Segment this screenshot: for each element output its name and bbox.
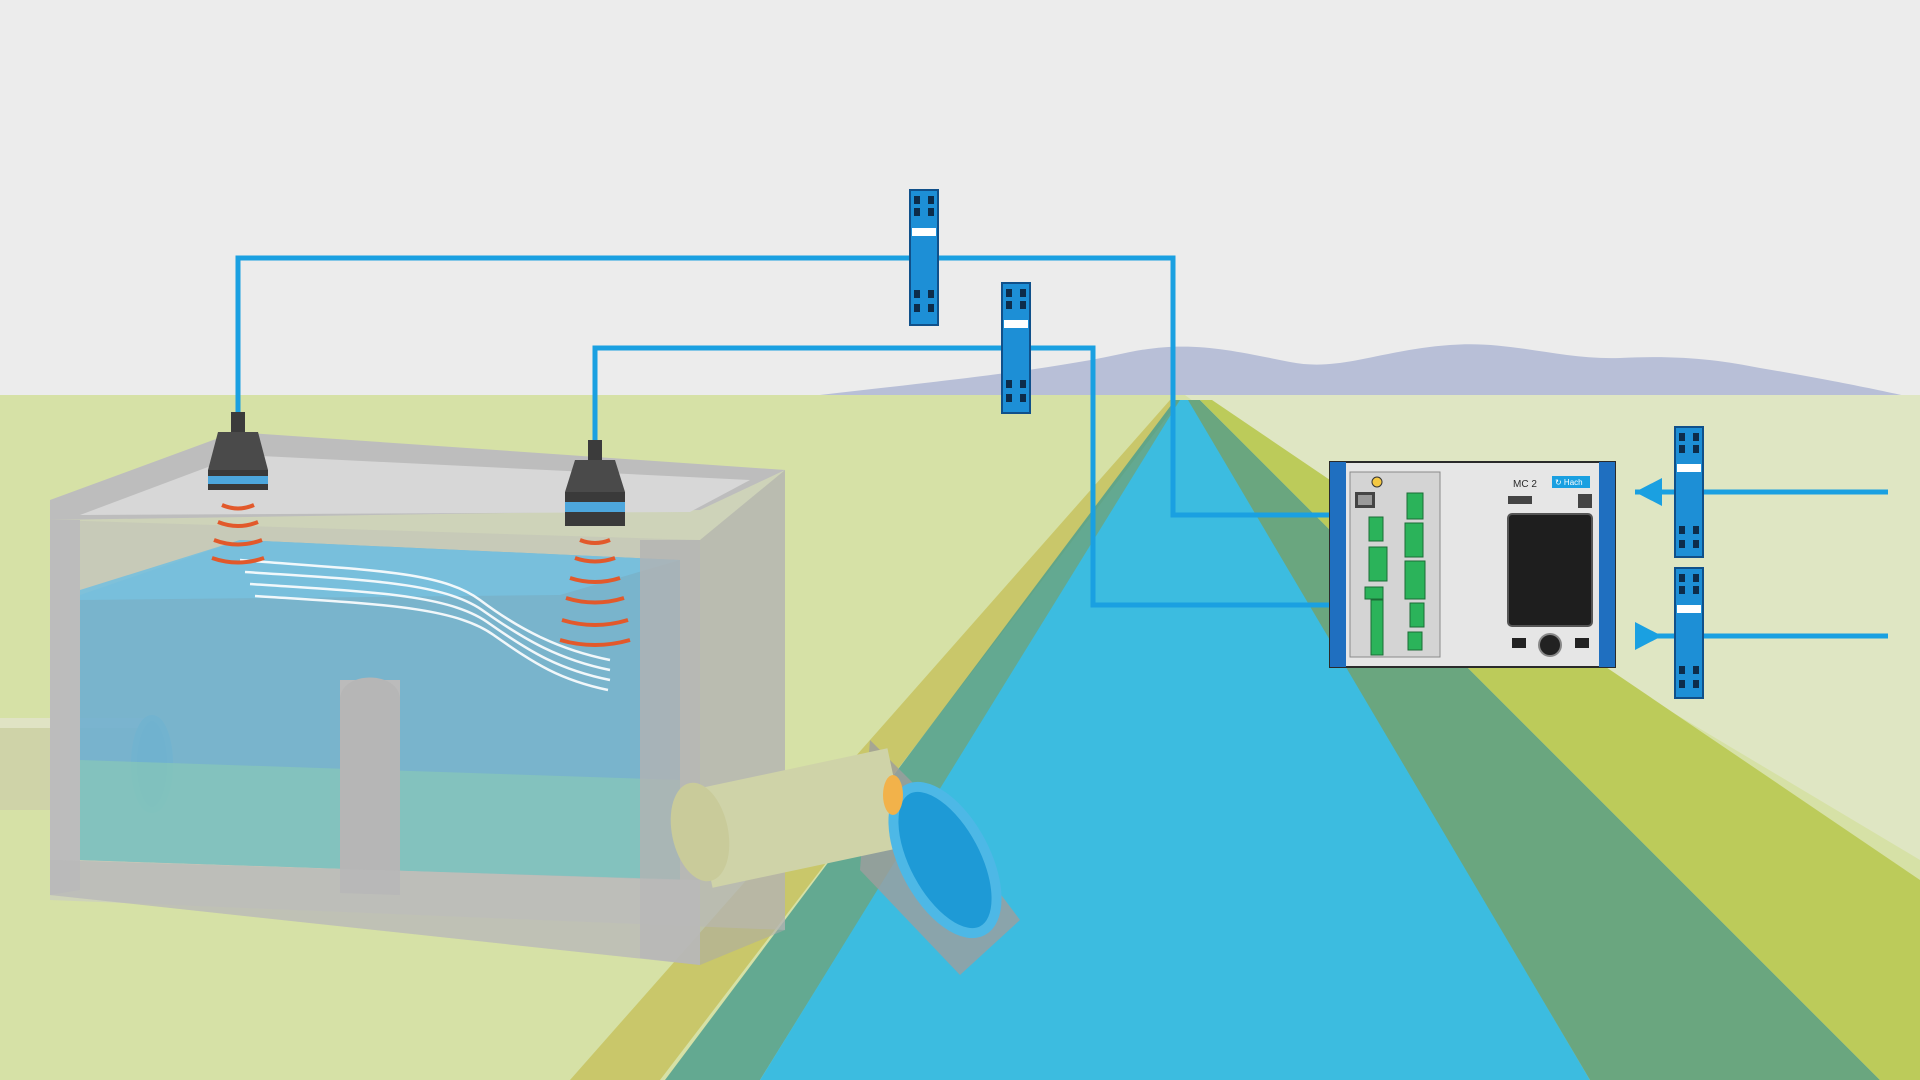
board-modules bbox=[1364, 492, 1426, 656]
measurement-basin bbox=[50, 432, 785, 965]
isolation-barrier-1 bbox=[909, 189, 939, 326]
isolation-barrier-3 bbox=[1674, 426, 1704, 558]
isolation-barrier-4 bbox=[1674, 567, 1704, 699]
ultrasonic-sensor-icon bbox=[208, 412, 268, 490]
cable-sensor-2 bbox=[592, 345, 1330, 608]
sky bbox=[0, 0, 1920, 400]
controller-brand-label: ↻ Hach bbox=[1555, 478, 1583, 487]
arrow-left-icon bbox=[1635, 478, 1662, 506]
sound-wave-emission bbox=[559, 538, 631, 647]
controller-frame-left bbox=[1330, 462, 1346, 667]
canal-bank-left-green bbox=[665, 400, 1182, 1080]
brand-badge bbox=[1552, 476, 1590, 488]
controller-frame-right bbox=[1599, 462, 1615, 667]
sound-wave-emission bbox=[211, 503, 265, 565]
soft-key-right[interactable] bbox=[1575, 638, 1589, 648]
isolation-barrier-2 bbox=[1001, 282, 1031, 414]
connector-port bbox=[1578, 494, 1592, 508]
status-led-slot bbox=[1508, 496, 1532, 504]
arrow-left-icon bbox=[1635, 622, 1662, 650]
flow-lines bbox=[239, 558, 611, 692]
soft-key-left[interactable] bbox=[1512, 638, 1526, 648]
flow-controller: MC 2 ↻ Hach bbox=[1329, 461, 1616, 668]
cable-sensor-1 bbox=[235, 255, 1330, 518]
ultrasonic-sensor-icon bbox=[565, 440, 625, 526]
controller-model-label: MC 2 bbox=[1513, 479, 1537, 490]
navigation-knob[interactable] bbox=[1538, 633, 1562, 657]
weir-wall bbox=[340, 677, 400, 895]
ultrasonic-sensor-2 bbox=[559, 440, 631, 647]
ultrasonic-sensor-1 bbox=[208, 412, 268, 565]
display-screen-icon bbox=[1507, 513, 1593, 627]
outlet-pipe bbox=[670, 740, 1020, 975]
